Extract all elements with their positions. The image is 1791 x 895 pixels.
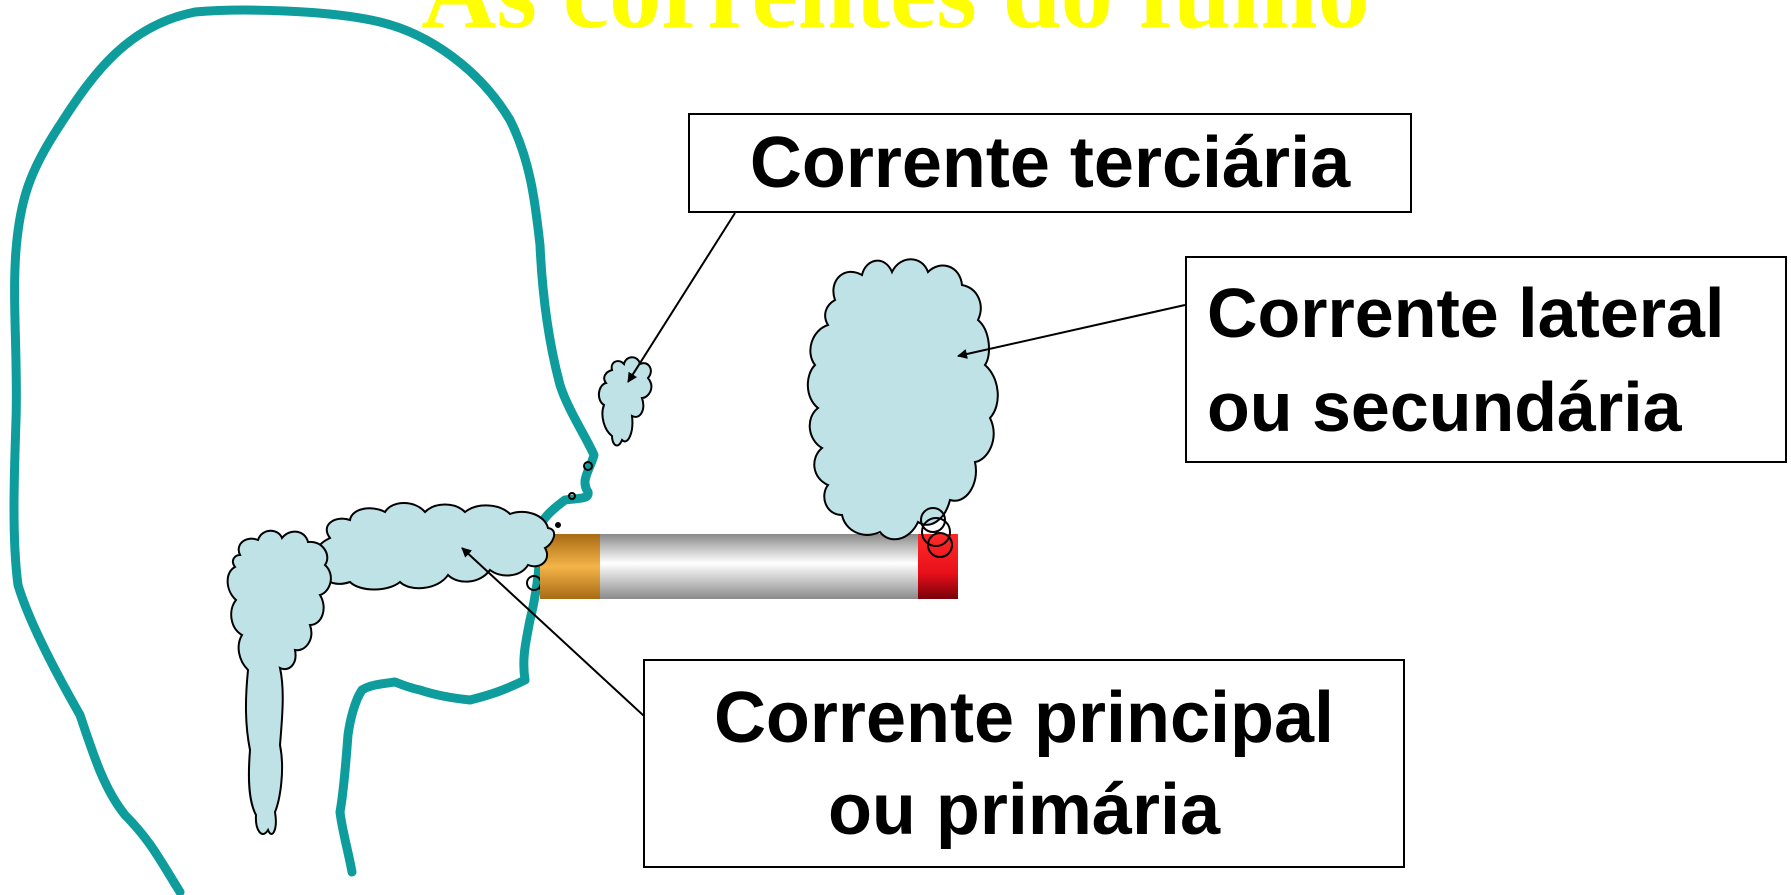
label-corrente-terciaria: Corrente terciária [688, 113, 1412, 213]
head-profile-icon [9, 5, 599, 895]
label-corrente-principal: Corrente principal ou primária [643, 659, 1405, 868]
pointer-lines [461, 212, 1186, 729]
label-corrente-lateral: Corrente lateral ou secundária [1185, 256, 1787, 463]
label-lateral-line2: ou secundária [1207, 367, 1682, 446]
slide-title: As correntes do fumo [0, 0, 1791, 48]
label-principal-line2: ou primária [827, 769, 1221, 850]
cigarette-icon [540, 534, 958, 599]
ember-bubbles [920, 507, 953, 558]
label-terciaria-text: Corrente terciária [749, 123, 1351, 203]
label-principal-line1: Corrente principal [713, 677, 1335, 758]
label-lateral-line1: Corrente lateral [1207, 273, 1725, 352]
smoke-cloud-icon [226, 258, 999, 835]
